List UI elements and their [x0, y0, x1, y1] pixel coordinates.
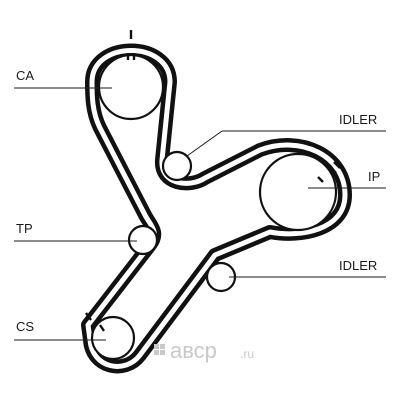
- watermark-text: авср: [170, 338, 217, 363]
- injection-pump-timing-mark-2: [329, 166, 337, 174]
- timing-belt-inner: [85, 48, 348, 369]
- label-idler-upper: IDLER: [339, 112, 377, 127]
- label-ip: IP: [368, 169, 380, 184]
- watermark-suffix: .ru: [240, 347, 254, 361]
- label-ca: CA: [16, 68, 34, 83]
- label-idler-lower: IDLER: [339, 258, 377, 273]
- idler-upper-leader: [186, 130, 223, 157]
- injection-pump-pulley: [258, 152, 338, 232]
- label-tp: TP: [16, 221, 33, 236]
- crankshaft-timing-mark-inner: [99, 324, 105, 332]
- tensioner-pulley: [127, 224, 159, 256]
- label-cs: CS: [16, 319, 34, 334]
- crankshaft-timing-mark-outer: [85, 312, 92, 321]
- watermark-logo-icon: [154, 344, 165, 355]
- camshaft-pulley: [97, 53, 165, 121]
- idler-upper-pulley: [161, 150, 193, 182]
- injection-pump-timing-mark-inner: [317, 176, 324, 183]
- injection-pump-timing-mark-1: [333, 161, 341, 169]
- watermark: авср .ru: [154, 338, 254, 363]
- crankshaft-pulley: [90, 315, 136, 361]
